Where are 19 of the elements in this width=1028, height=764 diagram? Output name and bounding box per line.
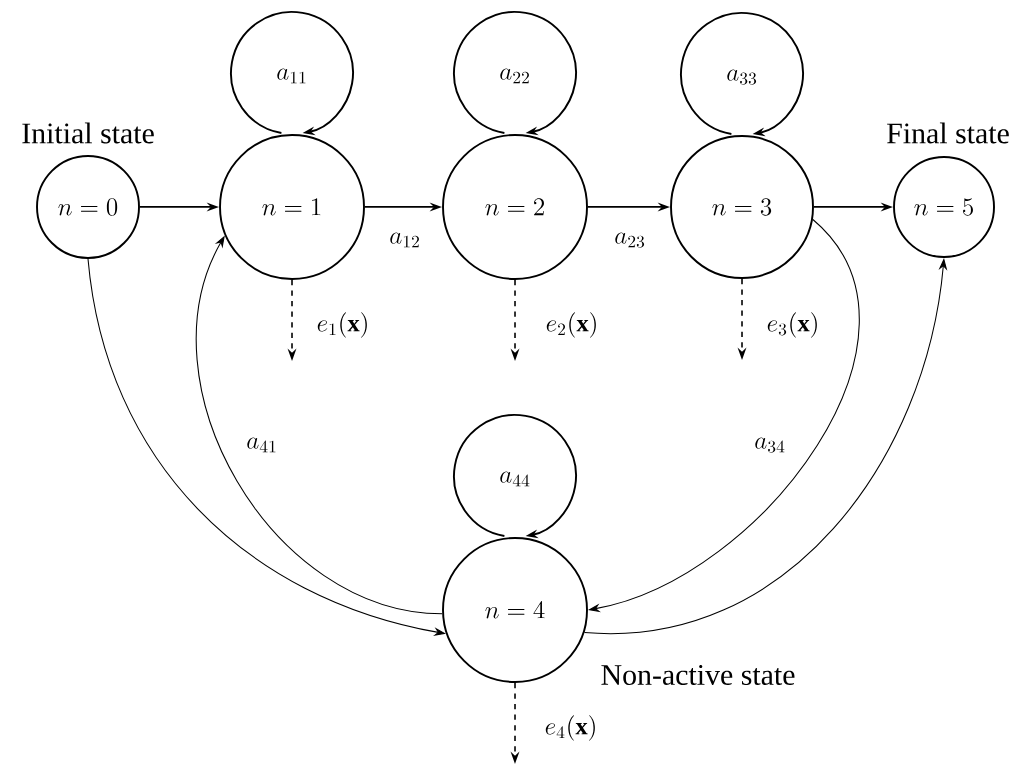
state-caption: Final state (887, 122, 1009, 144)
self-loop-arrow (453, 414, 577, 539)
edge-label: $a_{33}$ (727, 69, 757, 85)
self-loop-arrow (230, 11, 354, 136)
edge-label: $e_4(\mathbf{x})$ (545, 715, 595, 741)
edge-label: $a_{12}$ (390, 232, 419, 248)
edge-label: $a_{41}$ (247, 437, 276, 453)
edge-label: $e_1(\mathbf{x})$ (317, 312, 367, 338)
self-loop-arrow (680, 12, 804, 137)
edge-label: $e_3(\mathbf{x})$ (767, 312, 817, 338)
edge-label: $a_{34}$ (755, 437, 785, 453)
edge-label: $a_{44}$ (500, 471, 530, 487)
state-caption: Initial state (22, 122, 154, 144)
edge-label: $a_{23}$ (615, 232, 645, 248)
edge-label: $e_2(\mathbf{x})$ (546, 312, 596, 338)
edge-label: $a_{22}$ (500, 68, 529, 84)
state-caption: Non-active state (601, 664, 795, 686)
edge-label: $a_{11}$ (277, 68, 306, 84)
self-loop-arrow (453, 11, 577, 136)
